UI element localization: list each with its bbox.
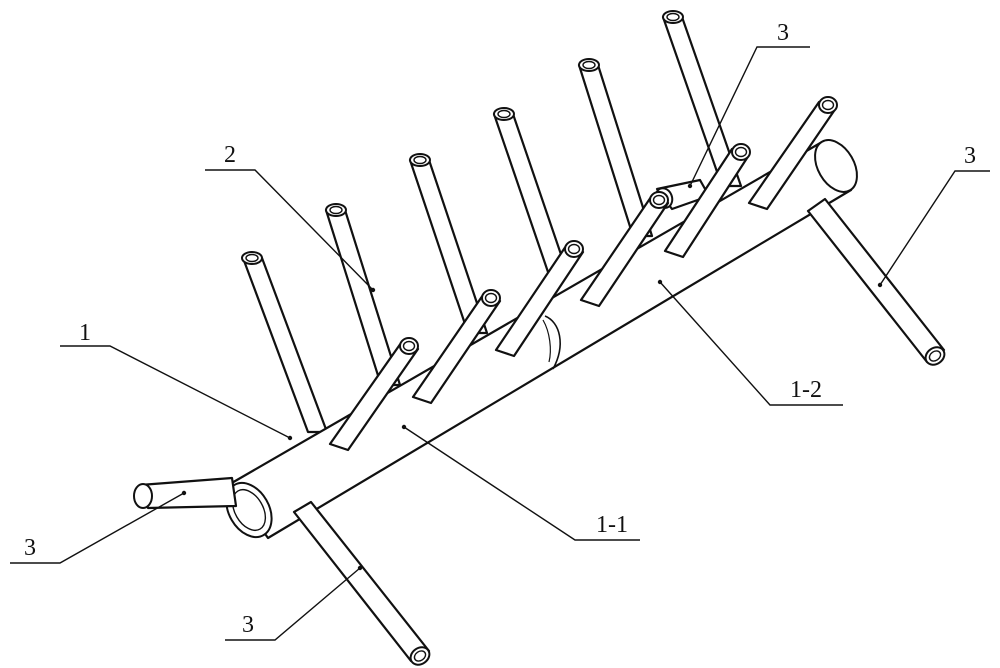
- branch-pipe-front-2: [411, 289, 502, 405]
- callout-3-left: 3: [10, 490, 187, 564]
- branch-pipe-front-5: [663, 143, 751, 259]
- callouts: 1 1-1 1-2 2 3 3: [10, 20, 990, 641]
- branch-pipe-front-4: [579, 191, 670, 308]
- callout-1-label: 1: [79, 320, 91, 346]
- branch-pipe-back-2: [324, 203, 402, 387]
- manifold-body: [225, 139, 858, 540]
- callout-3-right-label: 3: [964, 143, 976, 169]
- callout-1-1: 1-1: [401, 424, 640, 541]
- branch-pipe-front-6: [747, 96, 838, 211]
- branch-pipe-back-5: [577, 58, 654, 238]
- callout-1-1-label: 1-1: [596, 512, 628, 538]
- connector-pipe-left: [133, 476, 238, 510]
- callout-3-right: 3: [877, 143, 990, 288]
- manifold-end-cap-right: [814, 139, 858, 193]
- callout-1-2: 1-2: [657, 279, 843, 406]
- callout-2-label: 2: [224, 142, 236, 168]
- connector-pipe-right: [806, 197, 946, 366]
- branch-pipe-back-3: [408, 153, 489, 335]
- callout-3-top: 3: [687, 20, 810, 189]
- back-branch-pipes: [241, 10, 743, 434]
- branch-pipe-back-4: [492, 107, 569, 274]
- connector-pipe-bottom: [292, 500, 431, 666]
- callout-1-2-label: 1-2: [790, 377, 822, 403]
- front-branch-pipes: [328, 96, 838, 452]
- callout-2: 2: [205, 142, 376, 293]
- callout-3-bottom: 3: [225, 565, 363, 641]
- callout-3-left-label: 3: [24, 535, 36, 561]
- branch-pipe-front-1: [328, 337, 420, 452]
- callout-1: 1: [60, 320, 293, 441]
- branch-pipe-front-3: [494, 240, 585, 358]
- segment-joint: [544, 315, 561, 370]
- callout-3-bottom-label: 3: [242, 612, 254, 638]
- branch-pipe-back-6: [661, 10, 743, 188]
- callout-3-top-label: 3: [777, 20, 789, 46]
- branch-pipe-back-1: [241, 251, 329, 434]
